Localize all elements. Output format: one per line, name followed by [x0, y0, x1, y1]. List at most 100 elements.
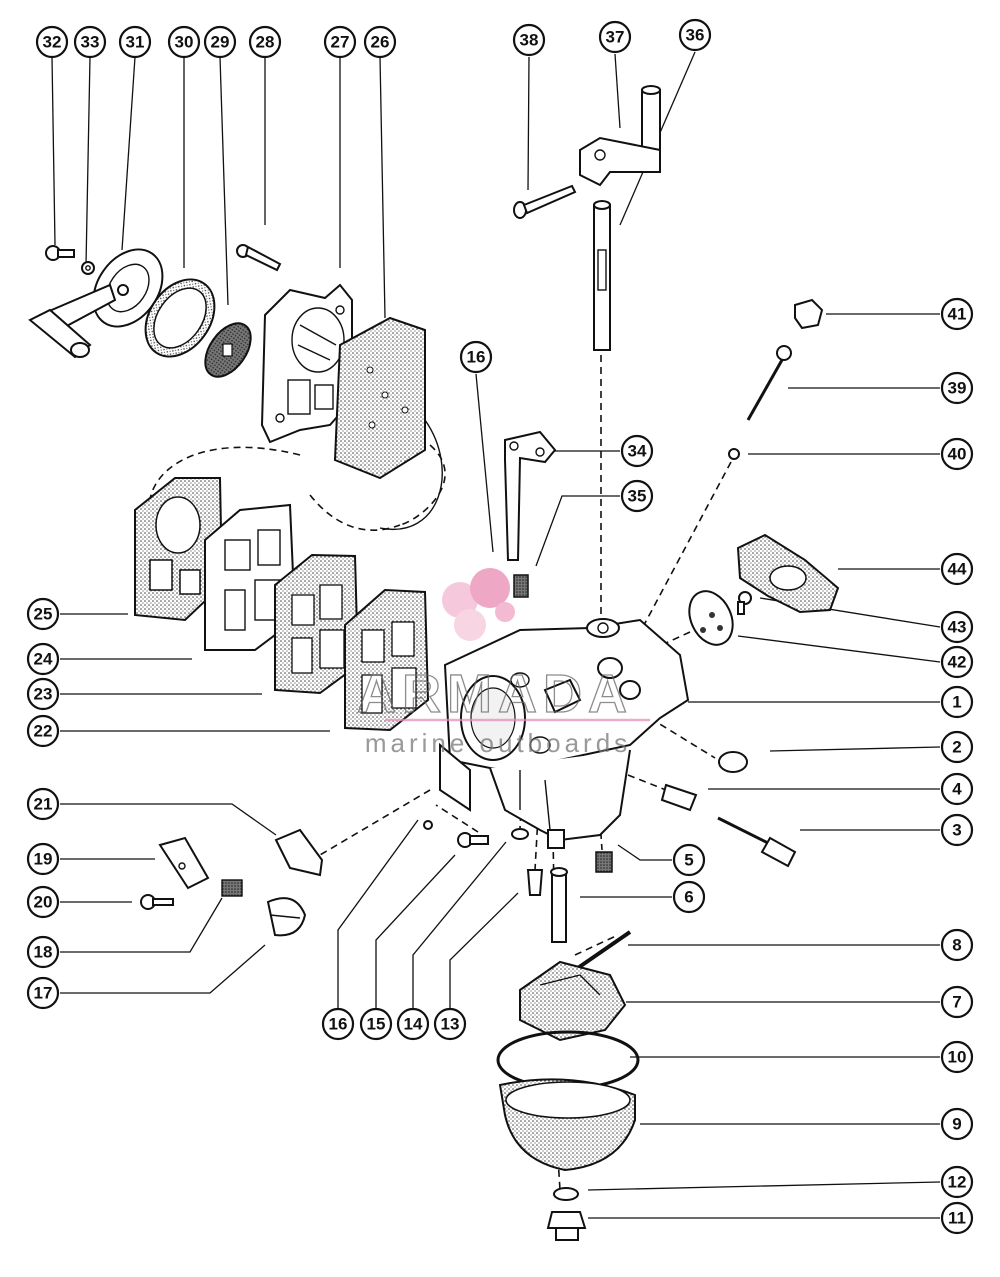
callout-32: 32 [35, 25, 69, 59]
callout-24: 24 [26, 642, 60, 676]
gasket-26 [333, 316, 443, 531]
callout-2: 2 [940, 730, 974, 764]
svg-text:13: 13 [441, 1015, 460, 1034]
svg-text:27: 27 [331, 33, 350, 52]
gasket-22 [344, 588, 430, 732]
svg-text:3: 3 [952, 821, 961, 840]
callout-38: 38 [512, 23, 546, 57]
plug-11 [546, 1211, 587, 1241]
svg-text:12: 12 [948, 1173, 967, 1192]
link-34 [504, 430, 557, 561]
washer-33 [81, 261, 95, 275]
svg-text:43: 43 [948, 618, 967, 637]
callout-1: 1 [940, 685, 974, 719]
callout-16-upper: 16 [459, 340, 493, 374]
spring-4 [660, 783, 698, 812]
pin-8 [570, 930, 632, 974]
watermark: ARMADA marine outboards [356, 568, 650, 758]
spring-5 [595, 851, 613, 873]
ball-16 [423, 820, 433, 830]
callout-31: 31 [118, 25, 152, 59]
callout-42: 42 [940, 645, 974, 679]
float-7 [519, 960, 627, 1042]
plate-19 [158, 836, 210, 890]
callout-19: 19 [26, 842, 60, 876]
svg-text:10: 10 [948, 1048, 967, 1067]
callout-12: 12 [940, 1165, 974, 1199]
svg-text:14: 14 [404, 1015, 423, 1034]
cap-41 [794, 298, 824, 330]
svg-text:34: 34 [628, 442, 647, 461]
nozzle-6 [550, 867, 568, 943]
svg-text:9: 9 [952, 1115, 961, 1134]
callout-26: 26 [363, 25, 397, 59]
callout-41: 41 [940, 297, 974, 331]
callout-4: 4 [940, 772, 974, 806]
svg-text:30: 30 [175, 33, 194, 52]
svg-text:20: 20 [34, 893, 53, 912]
svg-text:37: 37 [606, 28, 625, 47]
callout-10: 10 [940, 1040, 974, 1074]
callout-11: 11 [940, 1201, 974, 1235]
callout-14: 14 [396, 1007, 430, 1041]
svg-text:6: 6 [684, 888, 693, 907]
screw-3 [717, 816, 797, 868]
carburetor-body-1 [439, 618, 690, 849]
callout-16-lower: 16 [321, 1007, 355, 1041]
svg-text:39: 39 [948, 379, 967, 398]
svg-text:38: 38 [520, 31, 539, 50]
gasket-44 [736, 533, 840, 614]
svg-text:16: 16 [329, 1015, 348, 1034]
svg-text:42: 42 [948, 653, 967, 672]
needle-39 [746, 345, 792, 421]
callout-39: 39 [940, 371, 974, 405]
watermark-brand: ARMADA [357, 664, 633, 724]
screw-28 [236, 244, 282, 272]
svg-text:33: 33 [81, 33, 100, 52]
svg-text:19: 19 [34, 850, 53, 869]
callout-21: 21 [26, 787, 60, 821]
callout-37: 37 [598, 20, 632, 54]
callout-23: 23 [26, 677, 60, 711]
svg-text:23: 23 [34, 685, 53, 704]
screw-38 [513, 184, 577, 219]
svg-text:40: 40 [948, 445, 967, 464]
svg-text:26: 26 [371, 33, 390, 52]
callout-30: 30 [167, 25, 201, 59]
callout-5: 5 [672, 843, 706, 877]
diaphragm-29 [204, 322, 252, 378]
shaft-36 [593, 200, 611, 351]
callout-33: 33 [73, 25, 107, 59]
svg-text:31: 31 [126, 33, 145, 52]
watermark-tagline: marine outboards [365, 728, 631, 758]
svg-text:41: 41 [948, 305, 967, 324]
callout-8: 8 [940, 928, 974, 962]
needle-13 [526, 869, 544, 896]
callout-25: 25 [26, 597, 60, 631]
bracket-21 [274, 828, 324, 877]
callout-17: 17 [26, 976, 60, 1010]
callout-40: 40 [940, 437, 974, 471]
svg-text:8: 8 [952, 936, 961, 955]
svg-text:15: 15 [367, 1015, 386, 1034]
svg-text:36: 36 [686, 26, 705, 45]
gasket-30 [144, 278, 216, 358]
callout-44: 44 [940, 552, 974, 586]
svg-text:28: 28 [256, 33, 275, 52]
callout-28: 28 [248, 25, 282, 59]
callout-34: 34 [620, 434, 654, 468]
callout-13: 13 [433, 1007, 467, 1041]
svg-text:7: 7 [952, 993, 961, 1012]
callout-9: 9 [940, 1107, 974, 1141]
svg-text:17: 17 [34, 984, 53, 1003]
svg-text:1: 1 [952, 693, 961, 712]
svg-text:25: 25 [34, 605, 53, 624]
svg-text:32: 32 [43, 33, 62, 52]
svg-text:29: 29 [211, 33, 230, 52]
callouts: 32 33 31 30 29 28 27 26 38 37 36 41 16 3… [26, 18, 974, 1235]
bowl-9 [498, 1078, 636, 1172]
screw-43 [737, 591, 752, 615]
callout-35: 35 [620, 479, 654, 513]
screw-32 [45, 245, 75, 261]
